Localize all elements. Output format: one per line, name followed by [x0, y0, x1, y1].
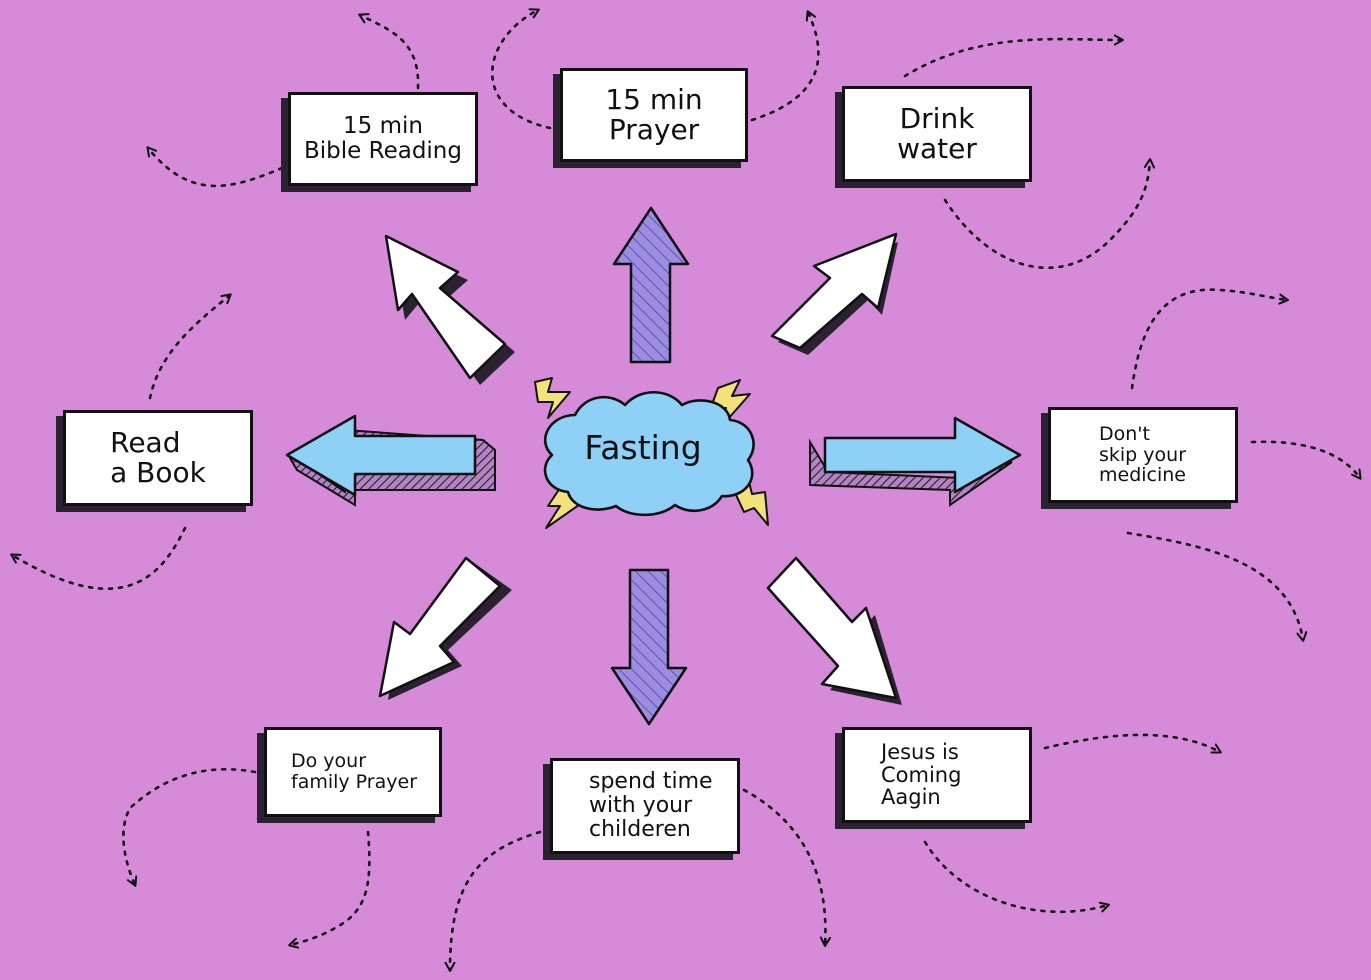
node-family-prayer-label: Do your family Prayer — [291, 750, 418, 793]
dotted-curve-8 — [12, 526, 187, 591]
dotted-curve-13 — [290, 830, 371, 945]
arrow-up-right — [770, 232, 898, 355]
dotted-curve-11 — [1126, 531, 1303, 640]
node-prayer: 15 min Prayer — [560, 68, 748, 162]
dotted-curve-1 — [360, 15, 420, 90]
node-jesus-coming-label: Jesus is Coming Aagin — [881, 739, 962, 810]
center-label: Fasting — [584, 428, 702, 467]
dotted-curve-7 — [148, 295, 230, 400]
node-jesus-coming: Jesus is Coming Aagin — [842, 727, 1032, 823]
node-read-book: Read a Book — [63, 410, 253, 506]
arrow-down-left — [378, 556, 512, 700]
node-family-prayer: Do your family Prayer — [264, 727, 442, 817]
node-drink-water: Drink water — [842, 86, 1032, 182]
node-medicine-label: Don't skip your medicine — [1099, 423, 1187, 487]
dotted-curve-12 — [122, 767, 257, 885]
arrow-left — [285, 414, 477, 497]
node-bible-reading-label: 15 min Bible Reading — [304, 113, 462, 164]
dotted-curve-16 — [1043, 733, 1220, 752]
dotted-curve-15 — [742, 788, 825, 945]
node-read-book-label: Read a Book — [110, 425, 206, 489]
dotted-curve-17 — [923, 840, 1108, 913]
node-bible-reading: 15 min Bible Reading — [288, 92, 478, 186]
dotted-curve-5 — [903, 39, 1122, 78]
lightning-bolt-top-left — [534, 377, 571, 419]
arrow-up — [612, 206, 690, 364]
arrow-down-right — [766, 556, 902, 705]
dotted-curve-14 — [450, 830, 542, 970]
node-drink-water-label: Drink water — [897, 101, 977, 165]
node-medicine: Don't skip your medicine — [1048, 407, 1238, 503]
dotted-curve-2 — [148, 148, 284, 188]
dotted-curve-10 — [1250, 440, 1360, 478]
node-children: spend time with your childeren — [550, 758, 740, 854]
center-cloud — [543, 391, 755, 517]
node-prayer-label: 15 min Prayer — [605, 82, 703, 146]
arrow-right — [823, 416, 1022, 494]
dotted-curve-4 — [750, 12, 820, 122]
dotted-curve-3 — [491, 10, 552, 130]
dotted-curve-6 — [943, 160, 1150, 270]
arrow-down — [610, 568, 688, 726]
node-children-label: spend time with your childeren — [589, 769, 713, 842]
dotted-curve-9 — [1130, 288, 1287, 390]
arrow-up-left — [384, 234, 515, 385]
